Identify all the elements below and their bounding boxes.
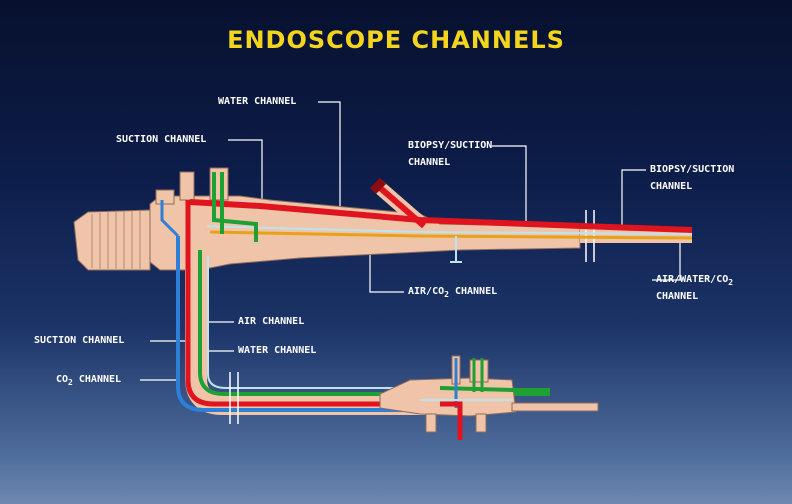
air-water-co2-text: AIR/WATER/CO — [656, 274, 729, 285]
label-air-co2-channel: AIR/CO2 CHANNEL — [408, 285, 497, 302]
label-biopsy-suction-right-1: BIOPSY/SUCTION — [650, 164, 735, 175]
umbilical-cord — [176, 200, 550, 415]
air-water-co2-subscript: 2 — [728, 278, 734, 287]
diagram-title: ENDOSCOPE CHANNELS — [227, 26, 565, 54]
label-air-channel: AIR CHANNEL — [238, 316, 305, 327]
leader-lines — [140, 101, 681, 381]
air-co2-text: AIR/CO — [408, 286, 445, 297]
label-co2-channel: CO2 CHANNEL — [56, 373, 121, 390]
label-water-channel-top: WATER CHANNEL — [218, 96, 297, 107]
air-co2-subscript: 2 — [444, 290, 449, 299]
label-biopsy-suction-mid-2: CHANNEL — [408, 157, 451, 168]
co2-subscript: 2 — [68, 378, 73, 387]
air-co2-text-end: CHANNEL — [448, 286, 498, 297]
cord-break — [229, 372, 239, 424]
label-suction-channel-top: SUCTION CHANNEL — [116, 134, 207, 145]
eyepiece — [73, 209, 151, 271]
label-suction-channel-left: SUCTION CHANNEL — [34, 335, 125, 346]
label-biopsy-suction-right-2: CHANNEL — [650, 181, 693, 192]
suction-valve — [179, 171, 195, 201]
co2-text: CO — [56, 374, 69, 385]
co2-text-end: CHANNEL — [72, 374, 122, 385]
light-guide-connector — [379, 355, 599, 433]
label-air-water-co2-2: CHANNEL — [656, 291, 699, 302]
label-water-channel-left: WATER CHANNEL — [238, 345, 317, 356]
label-air-water-co2-1: AIR/WATER/CO2 — [656, 273, 733, 290]
label-biopsy-suction-mid-1: BIOPSY/SUCTION — [408, 140, 493, 151]
biopsy-suction-channel — [189, 199, 693, 233]
air-water-co2-channel — [209, 230, 693, 240]
